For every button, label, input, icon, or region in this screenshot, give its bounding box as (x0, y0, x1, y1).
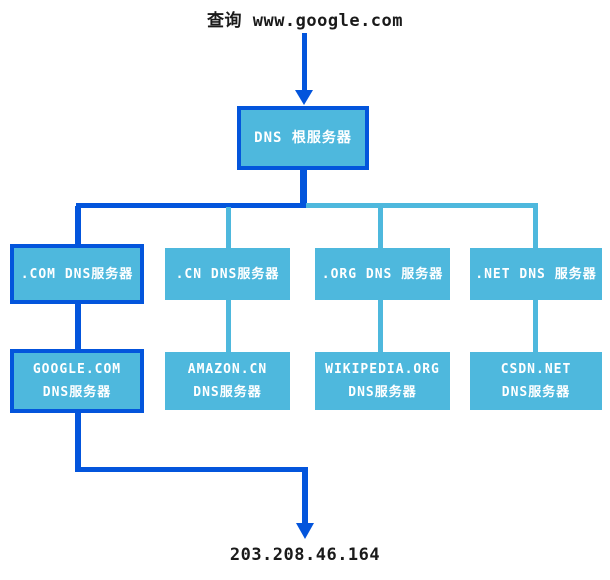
connector-junction-to-net (533, 207, 538, 248)
node-label-line1: WIKIPEDIA.ORG (325, 362, 440, 377)
junction-line-right (306, 203, 538, 208)
result-path-vertical-left (75, 412, 81, 472)
result-path-horizontal (75, 467, 308, 472)
node-wikipedia-org-dns-server: WIKIPEDIA.ORG DNS服务器 (315, 352, 450, 410)
connector-root-to-junction (300, 170, 307, 206)
result-path-vertical-right (302, 467, 308, 524)
node-label-line2: DNS服务器 (501, 385, 571, 400)
node-label-line1: CSDN.NET (500, 362, 572, 377)
node-google-com-dns-server: GOOGLE.COM DNS服务器 (10, 349, 144, 413)
result-arrowhead-icon (296, 523, 314, 539)
node-label-line2: DNS服务器 (193, 385, 262, 400)
root-server-node: DNS 根服务器 (237, 106, 369, 170)
connector-net-to-csdn (533, 299, 538, 353)
node-csdn-net-dns-server: CSDN.NET DNS服务器 (470, 352, 602, 410)
connector-com-to-google (75, 303, 81, 350)
node-org-dns-server: .ORG DNS 服务器 (315, 248, 450, 300)
node-label-line2: DNS服务器 (348, 385, 417, 400)
node-cn-dns-server: .CN DNS服务器 (165, 248, 290, 300)
connector-junction-to-com (75, 206, 81, 244)
connector-junction-to-org (378, 207, 383, 248)
node-label-line1: GOOGLE.COM (32, 362, 122, 377)
connector-cn-to-amazon (226, 299, 231, 353)
query-label: 查询 www.google.com (206, 11, 404, 31)
node-amazon-cn-dns-server: AMAZON.CN DNS服务器 (165, 352, 290, 410)
node-label-line1: AMAZON.CN (187, 362, 268, 377)
query-arrowhead-icon (295, 90, 313, 105)
node-net-dns-server: .NET DNS 服务器 (470, 248, 602, 300)
query-arrow-line (302, 33, 307, 91)
junction-line-left-highlighted (76, 203, 306, 208)
resolved-ip-label: 203.208.46.164 (229, 545, 381, 565)
connector-junction-to-cn (226, 207, 231, 248)
node-com-dns-server: .COM DNS服务器 (10, 244, 144, 304)
node-label-line2: DNS服务器 (42, 385, 112, 400)
connector-org-to-wikipedia (378, 299, 383, 353)
